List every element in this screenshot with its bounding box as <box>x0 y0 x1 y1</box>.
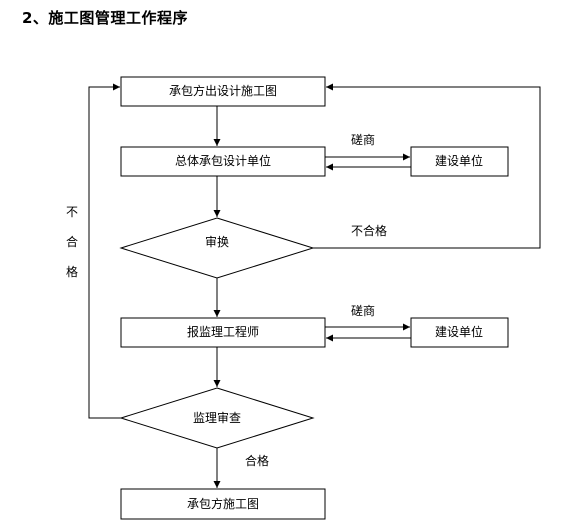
label-contractor-design: 承包方出设计施工图 <box>169 83 277 98</box>
label-consult-1: 磋商 <box>351 132 375 147</box>
label-fail-right: 不合格 <box>351 223 387 238</box>
fail-loop-left <box>88 83 121 419</box>
box-build-unit-2 <box>410 317 509 348</box>
label-fail-left-1: 不 <box>66 205 78 219</box>
page-title: 2、施工图管理工作程序 <box>22 9 188 27</box>
label-submit-engineer: 报监理工程师 <box>187 324 259 339</box>
box-submit-engineer <box>120 317 326 348</box>
box-general-design <box>120 146 326 177</box>
label-consult-2: 磋商 <box>351 303 375 318</box>
label-review: 审换 <box>205 234 229 249</box>
label-fail-left-2: 合 <box>66 234 78 249</box>
label-build-unit-2: 建设单位 <box>435 324 483 339</box>
label-fail-left-3: 格 <box>66 264 78 279</box>
box-build-unit-1 <box>410 146 509 177</box>
label-supervisor-review: 监理审查 <box>193 410 241 425</box>
label-final-drawing: 承包方施工图 <box>187 496 259 511</box>
label-pass: 合格 <box>245 453 269 468</box>
box-contractor-design <box>120 76 326 107</box>
fail-loop-right <box>313 83 541 249</box>
label-general-design: 总体承包设计单位 <box>175 153 271 168</box>
box-final-drawing <box>120 488 326 520</box>
label-build-unit-1: 建设单位 <box>435 153 483 168</box>
